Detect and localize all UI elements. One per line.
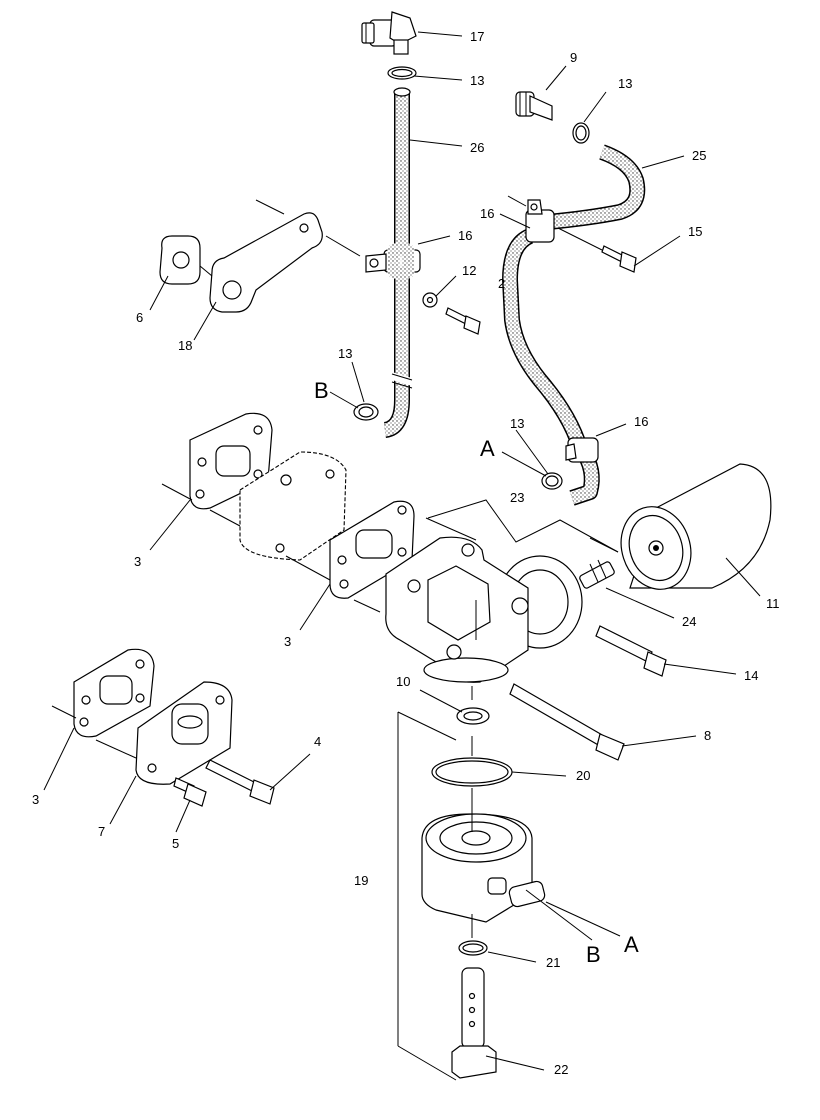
- upper-hose: [547, 144, 646, 230]
- callout-23-bracket: [427, 499, 619, 553]
- oring-20: [431, 757, 513, 787]
- bracket-plate: [209, 199, 361, 313]
- washer-12: [422, 292, 438, 308]
- bolt-14: [595, 625, 667, 677]
- callout-20: 20: [576, 768, 590, 783]
- cover-plate: [95, 681, 233, 785]
- hose-clamp-a: [541, 472, 563, 490]
- callout-13-a: 13: [510, 416, 524, 431]
- hose-clamp-right-top: [572, 122, 590, 144]
- callout-labels: 17 13 26 9 13 25 16 16 15 12 2 6 18 13 1…: [32, 29, 780, 1077]
- bolt-4: [205, 759, 275, 805]
- hose-clamp-b: [353, 403, 379, 421]
- callout-12: 12: [462, 263, 476, 278]
- callout-9: 9: [570, 50, 577, 65]
- callout-13-top: 13: [470, 73, 484, 88]
- callout-2: 2: [498, 276, 505, 291]
- hose-clamp-top: [387, 66, 417, 80]
- callout-13-right: 13: [618, 76, 632, 91]
- callout-4: 4: [314, 734, 321, 749]
- gasket-3-lower: [51, 648, 155, 738]
- hose-bracket-vertical: [365, 243, 421, 279]
- oil-cooler: [397, 711, 546, 1081]
- callout-7: 7: [98, 824, 105, 839]
- callout-22: 22: [554, 1062, 568, 1077]
- hose-fitting: [515, 91, 553, 121]
- callout-23: 23: [510, 490, 524, 505]
- letter-a-bottom: A: [624, 932, 639, 957]
- callout-6: 6: [136, 310, 143, 325]
- bolt-12: [445, 307, 481, 335]
- filter-base: [385, 536, 583, 683]
- bolt-8: [509, 683, 625, 761]
- bushing-10: [456, 707, 490, 725]
- leader-lines: [43, 31, 761, 1071]
- callout-21: 21: [546, 955, 560, 970]
- oil-filter: [620, 463, 772, 590]
- callout-25: 25: [692, 148, 706, 163]
- callout-24: 24: [682, 614, 696, 629]
- vertical-hose: [383, 87, 413, 438]
- oring-21: [458, 940, 488, 956]
- callout-18: 18: [178, 338, 192, 353]
- bolt-5: [173, 777, 207, 807]
- callout-5: 5: [172, 836, 179, 851]
- bolt-15: [601, 245, 637, 273]
- callout-8: 8: [704, 728, 711, 743]
- callout-16-upper: 16: [480, 206, 494, 221]
- letter-b-top: B: [314, 378, 329, 403]
- callout-13-b: 13: [338, 346, 352, 361]
- callout-16-lower: 16: [634, 414, 648, 429]
- callout-3-lower: 3: [32, 792, 39, 807]
- letter-b-bottom: B: [586, 942, 601, 967]
- callout-11: 11: [766, 596, 780, 611]
- callout-17: 17: [470, 29, 484, 44]
- callout-3-upper: 3: [134, 554, 141, 569]
- filter-nipple: [579, 559, 615, 589]
- gasket-6: [159, 235, 213, 285]
- hose-bracket-upper: [525, 199, 555, 243]
- gasket-3-middle: [285, 500, 415, 613]
- callout-3-middle: 3: [284, 634, 291, 649]
- elbow-fitting: [361, 11, 417, 55]
- callout-15: 15: [688, 224, 702, 239]
- hose-bracket-lower: [565, 437, 599, 463]
- callout-10: 10: [396, 674, 410, 689]
- hollow-bolt-22: [451, 967, 497, 1079]
- callout-14: 14: [744, 668, 758, 683]
- letter-a-top: A: [480, 436, 495, 461]
- callout-16-vertical: 16: [458, 228, 472, 243]
- callout-26: 26: [470, 140, 484, 155]
- spacer-plate: [239, 451, 347, 561]
- callout-19: 19: [354, 873, 368, 888]
